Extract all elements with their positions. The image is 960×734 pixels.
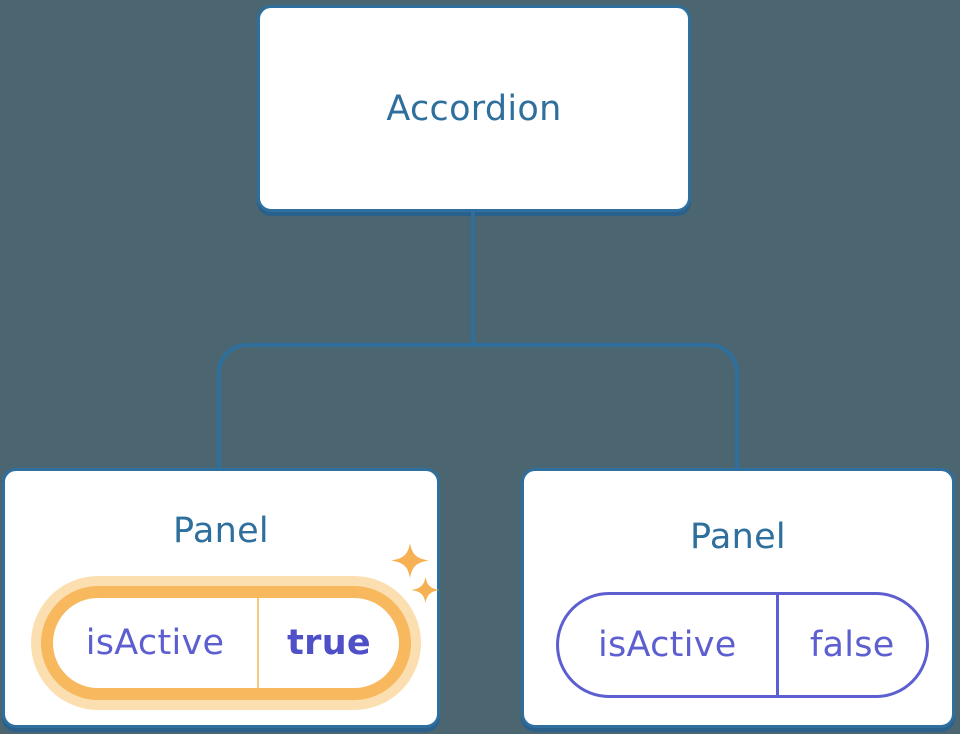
state-value: true bbox=[287, 623, 371, 663]
state-value: false bbox=[809, 625, 895, 665]
child-node-panel-inactive: Panel isActive false bbox=[521, 468, 955, 728]
state-pill-inactive: isActive false bbox=[556, 592, 929, 698]
state-key: isActive bbox=[85, 623, 225, 663]
root-node-label: Accordion bbox=[386, 88, 562, 129]
connector-stem bbox=[471, 210, 475, 343]
state-key: isActive bbox=[597, 625, 737, 665]
sparkle-icon bbox=[411, 577, 440, 603]
connector-branch bbox=[217, 343, 739, 468]
sparkle-icon bbox=[391, 543, 429, 578]
state-pill-active: isActive true bbox=[41, 586, 411, 700]
root-node-accordion: Accordion bbox=[257, 5, 691, 212]
pill-divider bbox=[257, 598, 260, 688]
pill-divider bbox=[775, 595, 779, 695]
panel-label: Panel bbox=[690, 517, 786, 557]
panel-label: Panel bbox=[173, 511, 269, 551]
child-node-panel-active: Panel isActive true bbox=[2, 468, 440, 728]
